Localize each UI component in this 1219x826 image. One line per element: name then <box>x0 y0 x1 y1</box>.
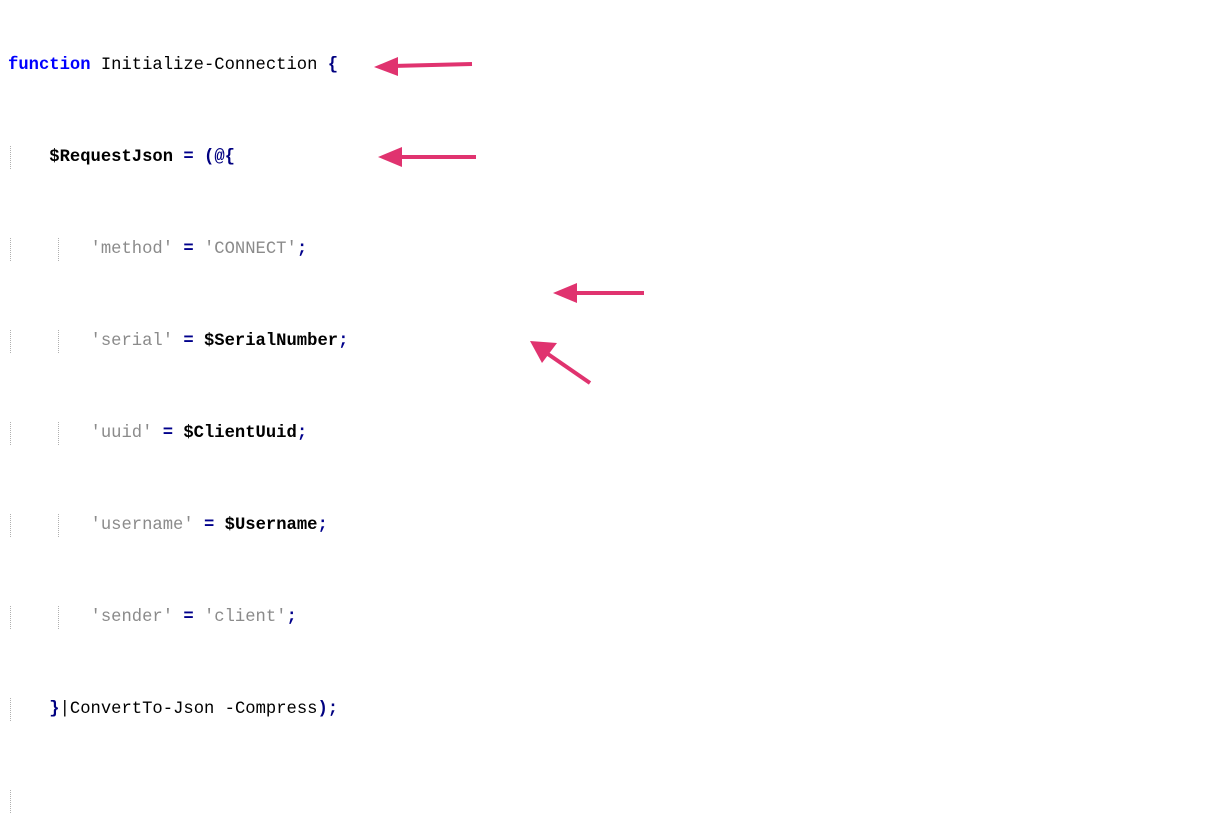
code-line-6: 'username' = $Username; <box>8 514 1040 537</box>
variable-username: $Username <box>224 516 318 535</box>
code-line-3: 'method' = 'CONNECT'; <box>8 238 1040 261</box>
param-compress: -Compress <box>214 700 318 719</box>
value-client: 'client' <box>203 608 287 627</box>
variable-clientuuid: $ClientUuid <box>183 424 297 443</box>
assign-op: = <box>193 516 225 535</box>
key-serial: 'serial' <box>90 332 174 351</box>
function-name: Initialize-Connection <box>90 56 328 75</box>
hashtable-close: } <box>49 700 60 719</box>
semicolon: ; <box>296 424 308 443</box>
assign-op: = <box>173 240 204 259</box>
variable-serialnumber: $SerialNumber <box>203 332 339 351</box>
semicolon: ; <box>286 608 297 627</box>
indent-guide <box>10 238 11 261</box>
code-editor: function Initialize-Connection { $Reques… <box>8 8 1040 826</box>
code-line-5: 'uuid' = $ClientUuid; <box>8 422 1040 445</box>
code-line-2: $RequestJson = (@{ <box>8 146 1040 169</box>
key-method: 'method' <box>90 240 174 259</box>
assign-op: = <box>173 332 204 351</box>
variable-requestjson: $RequestJson <box>49 148 174 167</box>
indent-guide <box>58 422 59 445</box>
cmdlet-convertto-json: ConvertTo-Json <box>69 700 215 719</box>
pipe-op: | <box>59 700 70 719</box>
indent-guide <box>58 514 59 537</box>
assign-op: = <box>173 608 204 627</box>
indent-guide <box>10 514 11 537</box>
indent-guide <box>58 238 59 261</box>
keyword-function: function <box>8 56 91 75</box>
indent-guide <box>10 422 11 445</box>
key-username: 'username' <box>90 516 194 535</box>
key-sender: 'sender' <box>90 608 174 627</box>
open-brace: { <box>327 56 339 75</box>
indent-guide <box>10 606 11 629</box>
semicolon: ; <box>338 332 349 351</box>
hashtable-open: (@{ <box>204 148 235 167</box>
indent-guide <box>10 698 11 721</box>
value-connect: 'CONNECT' <box>203 240 297 259</box>
indent-guide <box>10 330 11 353</box>
indent-guide <box>10 790 11 813</box>
semicolon: ; <box>296 240 308 259</box>
code-line-4: 'serial' = $SerialNumber; <box>8 330 1040 353</box>
code-line-1: function Initialize-Connection { <box>8 54 1040 77</box>
indent-guide <box>58 606 59 629</box>
paren-close: ); <box>317 700 339 719</box>
semicolon: ; <box>317 516 328 535</box>
key-uuid: 'uuid' <box>90 424 153 443</box>
indent-guide <box>58 330 59 353</box>
indent-guide <box>10 146 11 169</box>
assign-op: = <box>173 148 204 167</box>
code-line-7: 'sender' = 'client'; <box>8 606 1040 629</box>
assign-op: = <box>152 424 184 443</box>
code-line-8: }|ConvertTo-Json -Compress); <box>8 698 1040 721</box>
code-line-9 <box>8 790 1040 813</box>
